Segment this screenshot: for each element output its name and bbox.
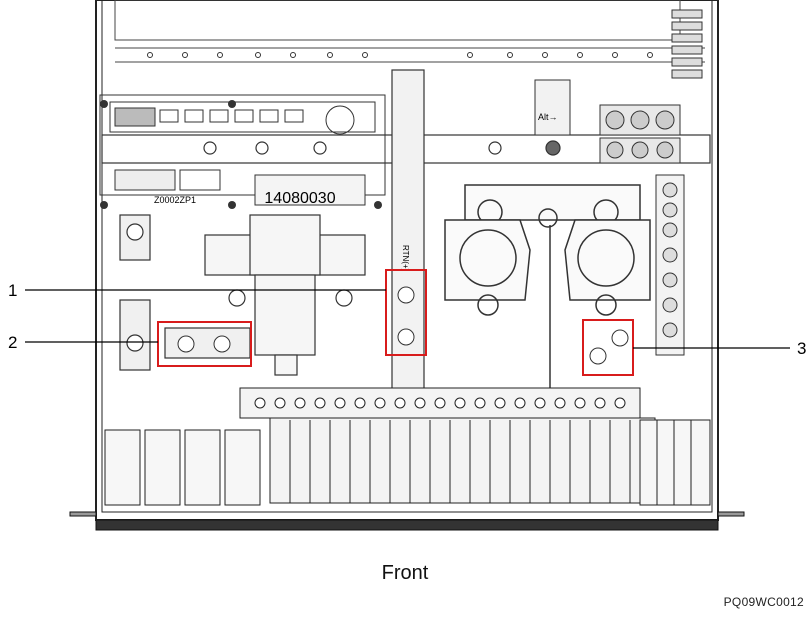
callout-1 (25, 269, 427, 356)
arrow-label: Alt→ (538, 112, 558, 122)
callout-2-number: 2 (8, 333, 17, 352)
main-terminal-assembly (444, 184, 651, 390)
breaker-poles (289, 420, 631, 503)
board-screw (374, 201, 382, 209)
callout-1-number: 1 (8, 281, 17, 300)
board-screw (228, 201, 236, 209)
top-cover (114, 0, 705, 63)
bottom-rail (69, 511, 745, 531)
right-breakers (639, 419, 711, 506)
figure-caption: Front (381, 562, 429, 584)
callout-3 (582, 319, 790, 376)
board-screw (100, 100, 108, 108)
breaker-screws (254, 397, 626, 409)
right-connector-stack (671, 9, 703, 79)
breaker-row (239, 387, 656, 504)
rtn-busbar (391, 69, 425, 401)
shunt-block (534, 79, 571, 136)
board-serial: 14080030 (264, 190, 335, 207)
top-rail-holes (147, 52, 653, 58)
board-screw (228, 100, 236, 108)
callout-2 (25, 321, 252, 367)
top-right-terminals (599, 104, 681, 164)
left-busbars (119, 214, 251, 371)
control-board (99, 94, 386, 206)
right-terminal-column (655, 174, 685, 356)
callout-3-number: 3 (797, 339, 806, 358)
contactor (204, 214, 366, 376)
rtn-label: RTN(+) (401, 245, 410, 272)
left-breakers (104, 429, 261, 506)
board-small-code: Z0002ZP1 (154, 195, 196, 205)
board-screw (100, 201, 108, 209)
figure-code: PQ09WC0012 (723, 595, 804, 609)
